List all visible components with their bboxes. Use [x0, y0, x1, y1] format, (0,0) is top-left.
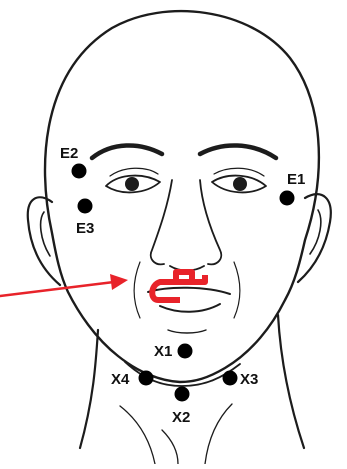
left-pupil	[125, 177, 139, 191]
right-eyebrow	[200, 145, 276, 158]
nose	[151, 180, 222, 271]
neck-left	[80, 330, 98, 448]
point-e1	[280, 191, 295, 206]
point-x1	[178, 344, 193, 359]
point-x4	[139, 371, 154, 386]
point-e3	[78, 199, 93, 214]
label-x4: X4	[111, 372, 129, 387]
label-x1: X1	[154, 344, 172, 359]
label-x3: X3	[240, 372, 258, 387]
point-x2	[175, 387, 190, 402]
label-e2: E2	[60, 146, 78, 161]
right-pupil	[233, 177, 247, 191]
label-e1: E1	[287, 172, 305, 187]
upper-lip-marker	[152, 272, 205, 300]
point-x3	[223, 371, 238, 386]
label-x2: X2	[172, 410, 190, 425]
point-e2	[72, 164, 87, 179]
left-eyebrow	[92, 145, 162, 158]
label-e3: E3	[76, 221, 94, 236]
neck-right	[278, 315, 304, 448]
